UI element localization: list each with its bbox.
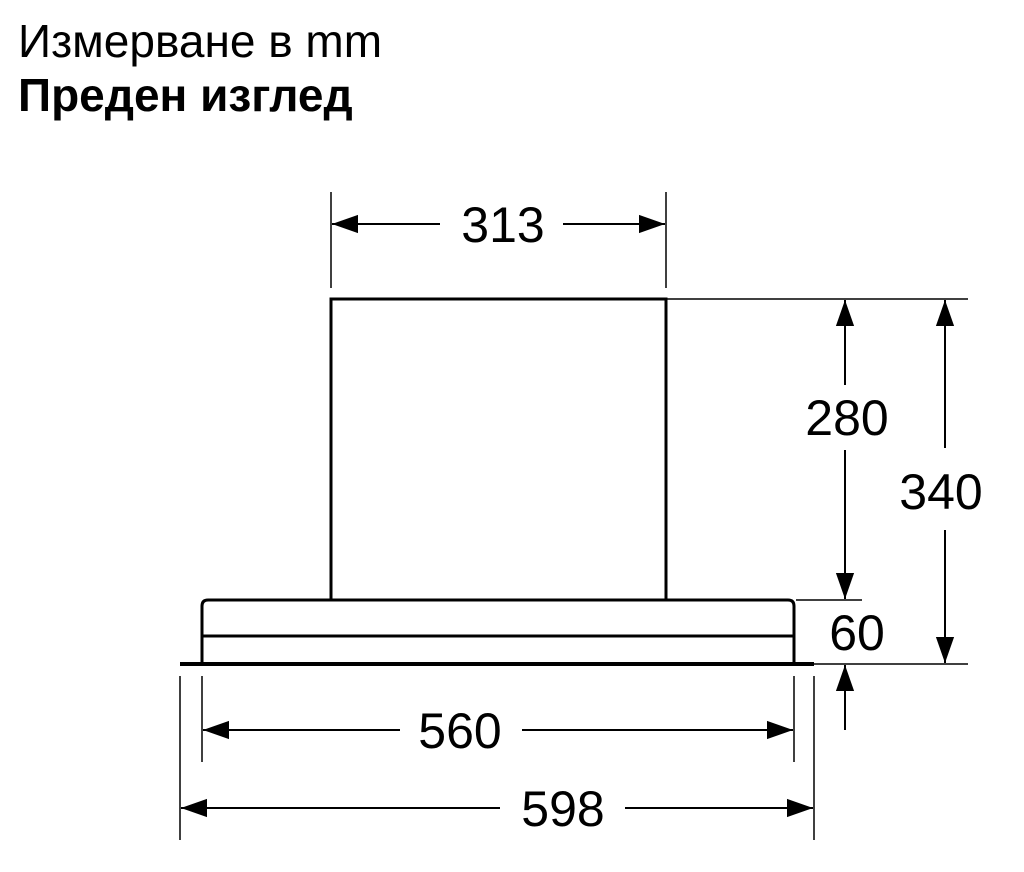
dim-label-280: 280 — [805, 390, 888, 446]
dim-label-313: 313 — [461, 197, 544, 253]
dim-label-60: 60 — [829, 605, 885, 661]
dim-label-340: 340 — [899, 464, 982, 520]
upper-body-outline — [329, 297, 668, 602]
base-outline — [200, 598, 796, 664]
dim-label-560: 560 — [418, 703, 501, 759]
dim-label-598: 598 — [521, 781, 604, 837]
page-subtitle: Преден изглед — [18, 69, 353, 121]
page-title: Измерване в mm — [18, 15, 383, 67]
title-block: Измерване в mm Преден изглед — [18, 14, 382, 122]
